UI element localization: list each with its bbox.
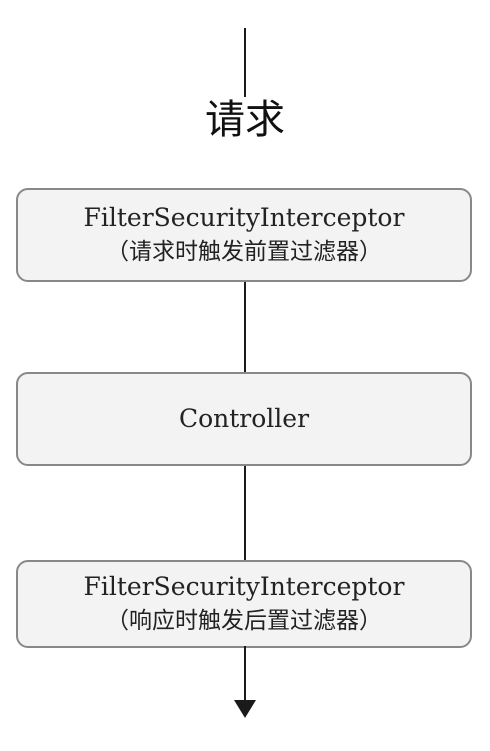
- controller-node: Controller: [16, 372, 472, 466]
- arrow-down-icon: [234, 700, 256, 718]
- node-subtitle: （响应时触发后置过滤器）: [106, 608, 382, 634]
- node-subtitle: （请求时触发前置过滤器）: [106, 239, 382, 265]
- node-title: Controller: [178, 404, 310, 433]
- request-label-text: 请求: [199, 97, 291, 143]
- request-label: 请求: [0, 92, 490, 148]
- filter-security-interceptor-pre-node: FilterSecurityInterceptor （请求时触发前置过滤器）: [16, 188, 472, 282]
- flow-line-middle-2: [244, 466, 246, 560]
- node-title: FilterSecurityInterceptor: [83, 203, 405, 232]
- flow-line-bottom: [244, 646, 246, 702]
- flow-line-top: [244, 28, 246, 120]
- flow-line-middle-1: [244, 282, 246, 374]
- node-title: FilterSecurityInterceptor: [83, 572, 405, 601]
- filter-security-interceptor-post-node: FilterSecurityInterceptor （响应时触发后置过滤器）: [16, 560, 472, 648]
